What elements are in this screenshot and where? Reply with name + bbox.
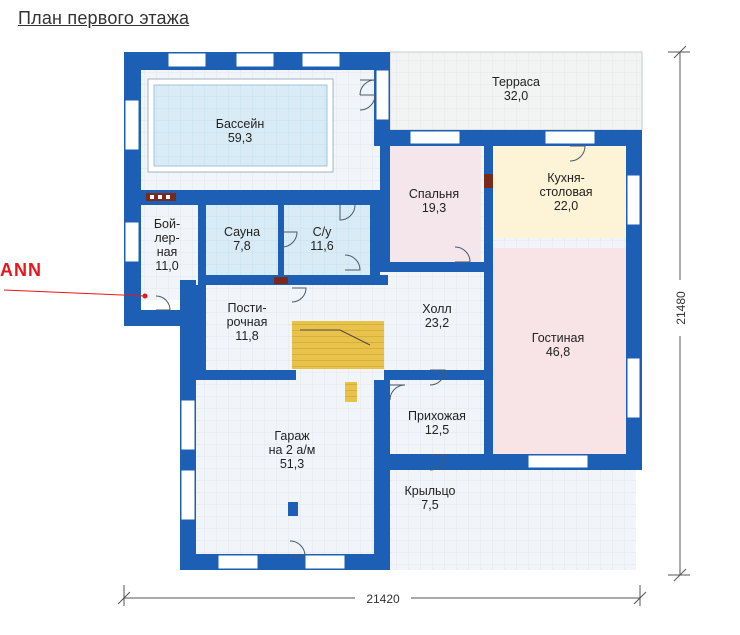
kitchen-floor bbox=[493, 146, 625, 238]
dimension-width-label: 21420 bbox=[366, 592, 400, 606]
annotation-label: ANN bbox=[0, 260, 42, 280]
room-name-bathroom: С/у bbox=[313, 225, 333, 239]
pool-water bbox=[153, 84, 328, 167]
room-area-kitchen: 22,0 bbox=[554, 199, 578, 213]
room-name-kitchen: столовая bbox=[539, 185, 592, 199]
room-area-pool: 59,3 bbox=[228, 131, 252, 145]
dim-width-bg bbox=[355, 590, 411, 606]
room-name-entrance: Прихожая bbox=[408, 409, 466, 423]
bathroom-floor bbox=[284, 205, 376, 275]
room-name-porch: Крыльцо bbox=[405, 484, 456, 498]
room-name-boiler: лер- bbox=[154, 231, 179, 245]
bedroom-floor bbox=[389, 146, 481, 262]
room-name-kitchen: Кухня- bbox=[547, 171, 585, 185]
room-name-laundry: рочная bbox=[227, 315, 268, 329]
doors bbox=[155, 79, 586, 557]
room-name-garage: на 2 а/м bbox=[269, 443, 316, 457]
room-area-terrace: 32,0 bbox=[504, 89, 528, 103]
terrace-floor bbox=[389, 51, 643, 131]
room-area-bathroom: 11,6 bbox=[310, 239, 333, 253]
plan-title: План первого этажа bbox=[18, 8, 190, 28]
dim-height-bg bbox=[672, 280, 688, 336]
annotation-leader bbox=[3, 289, 146, 297]
stairs bbox=[292, 321, 384, 369]
living-floor bbox=[490, 248, 626, 454]
room-area-hall: 23,2 bbox=[425, 316, 449, 330]
room-name-living: Гостиная bbox=[532, 331, 584, 345]
room-area-living: 46,8 bbox=[546, 345, 570, 359]
room-name-garage: Гараж bbox=[274, 429, 310, 443]
room-name-boiler: Бой- bbox=[154, 217, 180, 231]
room-name-sauna: Сауна bbox=[224, 225, 260, 239]
room-name-boiler: ная bbox=[157, 245, 178, 259]
sauna-floor bbox=[206, 205, 278, 275]
room-area-bedroom: 19,3 bbox=[422, 201, 446, 215]
room-area-laundry: 11,8 bbox=[235, 329, 258, 343]
room-area-garage: 51,3 bbox=[280, 457, 304, 471]
room-area-boiler: 11,0 bbox=[155, 259, 178, 273]
room-name-laundry: Пости- bbox=[227, 301, 266, 315]
windows bbox=[124, 52, 641, 570]
room-area-sauna: 7,8 bbox=[233, 239, 250, 253]
stairs-arrow bbox=[300, 329, 371, 346]
room-area-entrance: 12,5 bbox=[425, 423, 449, 437]
stairs-small bbox=[345, 382, 357, 402]
room-area-porch: 7,5 bbox=[421, 498, 438, 512]
room-name-bedroom: Спальня bbox=[409, 187, 459, 201]
room-name-terrace: Терраса bbox=[492, 75, 540, 89]
dimension-height-label: 21480 bbox=[674, 291, 688, 325]
room-name-hall: Холл bbox=[422, 302, 451, 316]
room-name-pool: Бассейн bbox=[216, 117, 265, 131]
heater bbox=[146, 174, 493, 284]
annotation-dot bbox=[142, 293, 148, 299]
